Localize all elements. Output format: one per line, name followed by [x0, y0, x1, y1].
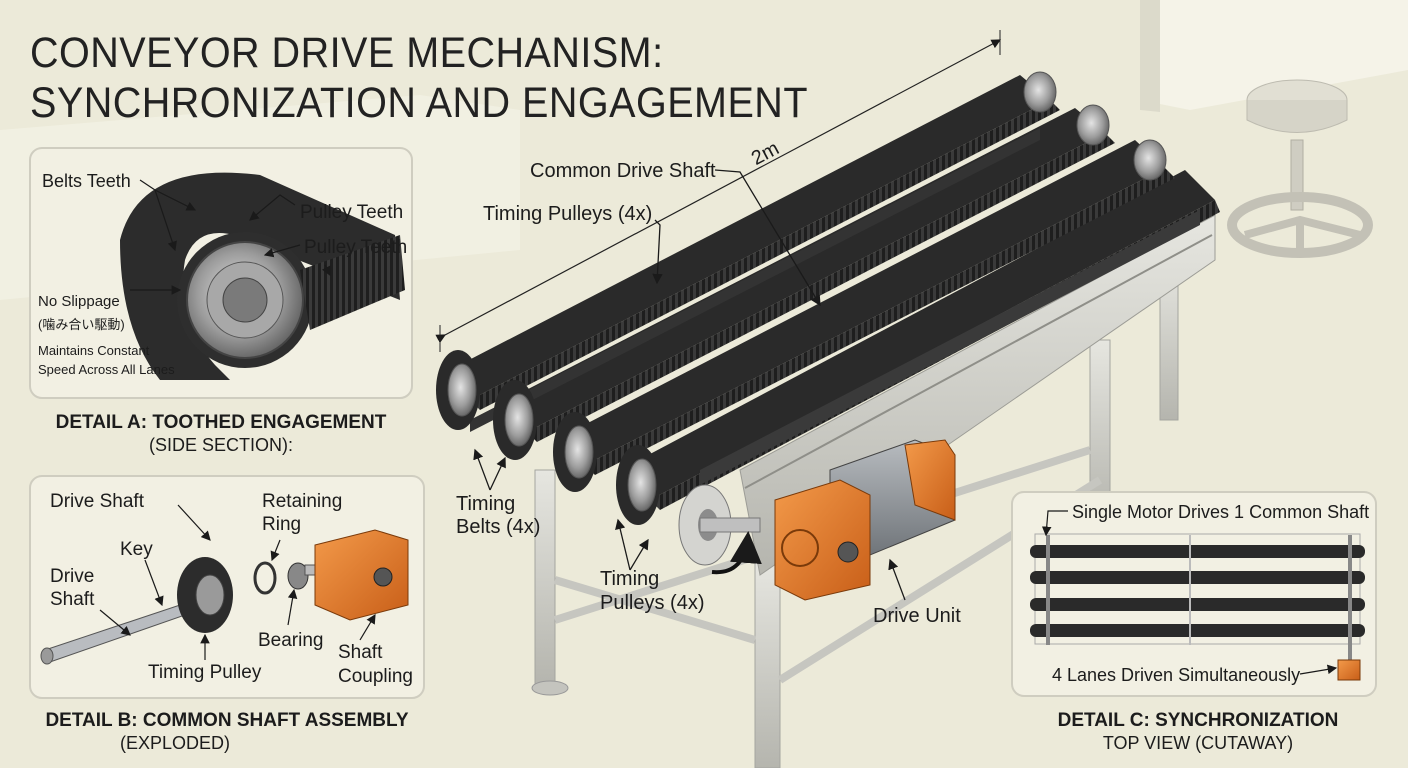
detail-b-panel — [29, 475, 425, 699]
single-motor-label: Single Motor Drives 1 Common Shaft — [1072, 502, 1369, 522]
shaft-coupling-label-1: Shaft — [338, 642, 383, 663]
no-slippage-label: No Slippage — [38, 293, 120, 310]
common-drive-shaft-label: Common Drive Shaft — [530, 160, 716, 182]
detail-c-caption-2: TOP VIEW (CUTAWAY) — [1103, 733, 1293, 753]
timing-pulleys-bottom-label-2: Pulleys (4x) — [600, 592, 704, 614]
detail-a-panel — [29, 147, 413, 399]
front-pulleys — [436, 71, 1167, 566]
timing-pulleys-top-label: Timing Pulleys (4x) — [483, 203, 652, 225]
shaft-coupling-label-2: Coupling — [338, 666, 413, 687]
detail-b-caption-1: DETAIL B: COMMON SHAFT ASSEMBLY — [45, 710, 408, 731]
retaining-ring-label-1: Retaining — [262, 491, 342, 512]
detail-a-leaders — [130, 179, 331, 295]
maintains-label-2: Speed Across All Lanes — [38, 362, 175, 377]
drive-unit-label: Drive Unit — [873, 605, 961, 627]
pulley-teeth-label-2: Pulley Teeth — [304, 237, 407, 258]
page-title: CONVEYOR DRIVE MECHANISM: SYNCHRONIZATIO… — [30, 28, 808, 128]
detail-a-caption-2: (SIDE SECTION): — [149, 435, 293, 455]
detail-b-caption-2: (EXPLODED) — [120, 733, 230, 753]
detail-c-panel — [1011, 491, 1377, 697]
maintains-label-1: Maintains Constant — [38, 343, 150, 358]
timing-belts-label-2: Belts (4x) — [456, 516, 540, 538]
detail-c-leaders — [1041, 510, 1338, 675]
detail-c-caption-1: DETAIL C: SYNCHRONIZATION — [1058, 710, 1339, 731]
timing-pulleys-bottom-label-1: Timing — [600, 568, 659, 590]
drive-shaft-left-label-1: Drive — [50, 566, 94, 587]
detail-b-leaders — [99, 504, 376, 660]
dimension-line — [435, 30, 1002, 352]
timing-pulley-label: Timing Pulley — [148, 662, 262, 683]
drive-unit — [711, 439, 956, 601]
labels: 2m Common Drive Shaft Timing Pulleys (4x… — [38, 137, 1369, 753]
key-label: Key — [120, 539, 153, 560]
main-leaders — [473, 169, 906, 601]
retaining-ring-label-2: Ring — [262, 514, 301, 535]
belts-teeth-label: Belts Teeth — [42, 171, 131, 191]
bearing-label: Bearing — [258, 630, 324, 651]
pulley-teeth-label-1: Pulley Teeth — [300, 202, 403, 223]
four-lanes-label: 4 Lanes Driven Simultaneously — [1052, 665, 1300, 685]
page-title-line-2: SYNCHRONIZATION AND ENGAGEMENT — [30, 79, 808, 127]
drive-shaft-top-label: Drive Shaft — [50, 491, 145, 512]
timing-belts-label-1: Timing — [456, 493, 515, 515]
page-title-line-1: CONVEYOR DRIVE MECHANISM: — [30, 29, 664, 77]
japanese-note-label: (噛み合い駆動) — [38, 317, 125, 332]
drive-shaft-left-label-2: Shaft — [50, 589, 95, 610]
detail-a-caption-1: DETAIL A: TOOTHED ENGAGEMENT — [56, 412, 387, 433]
